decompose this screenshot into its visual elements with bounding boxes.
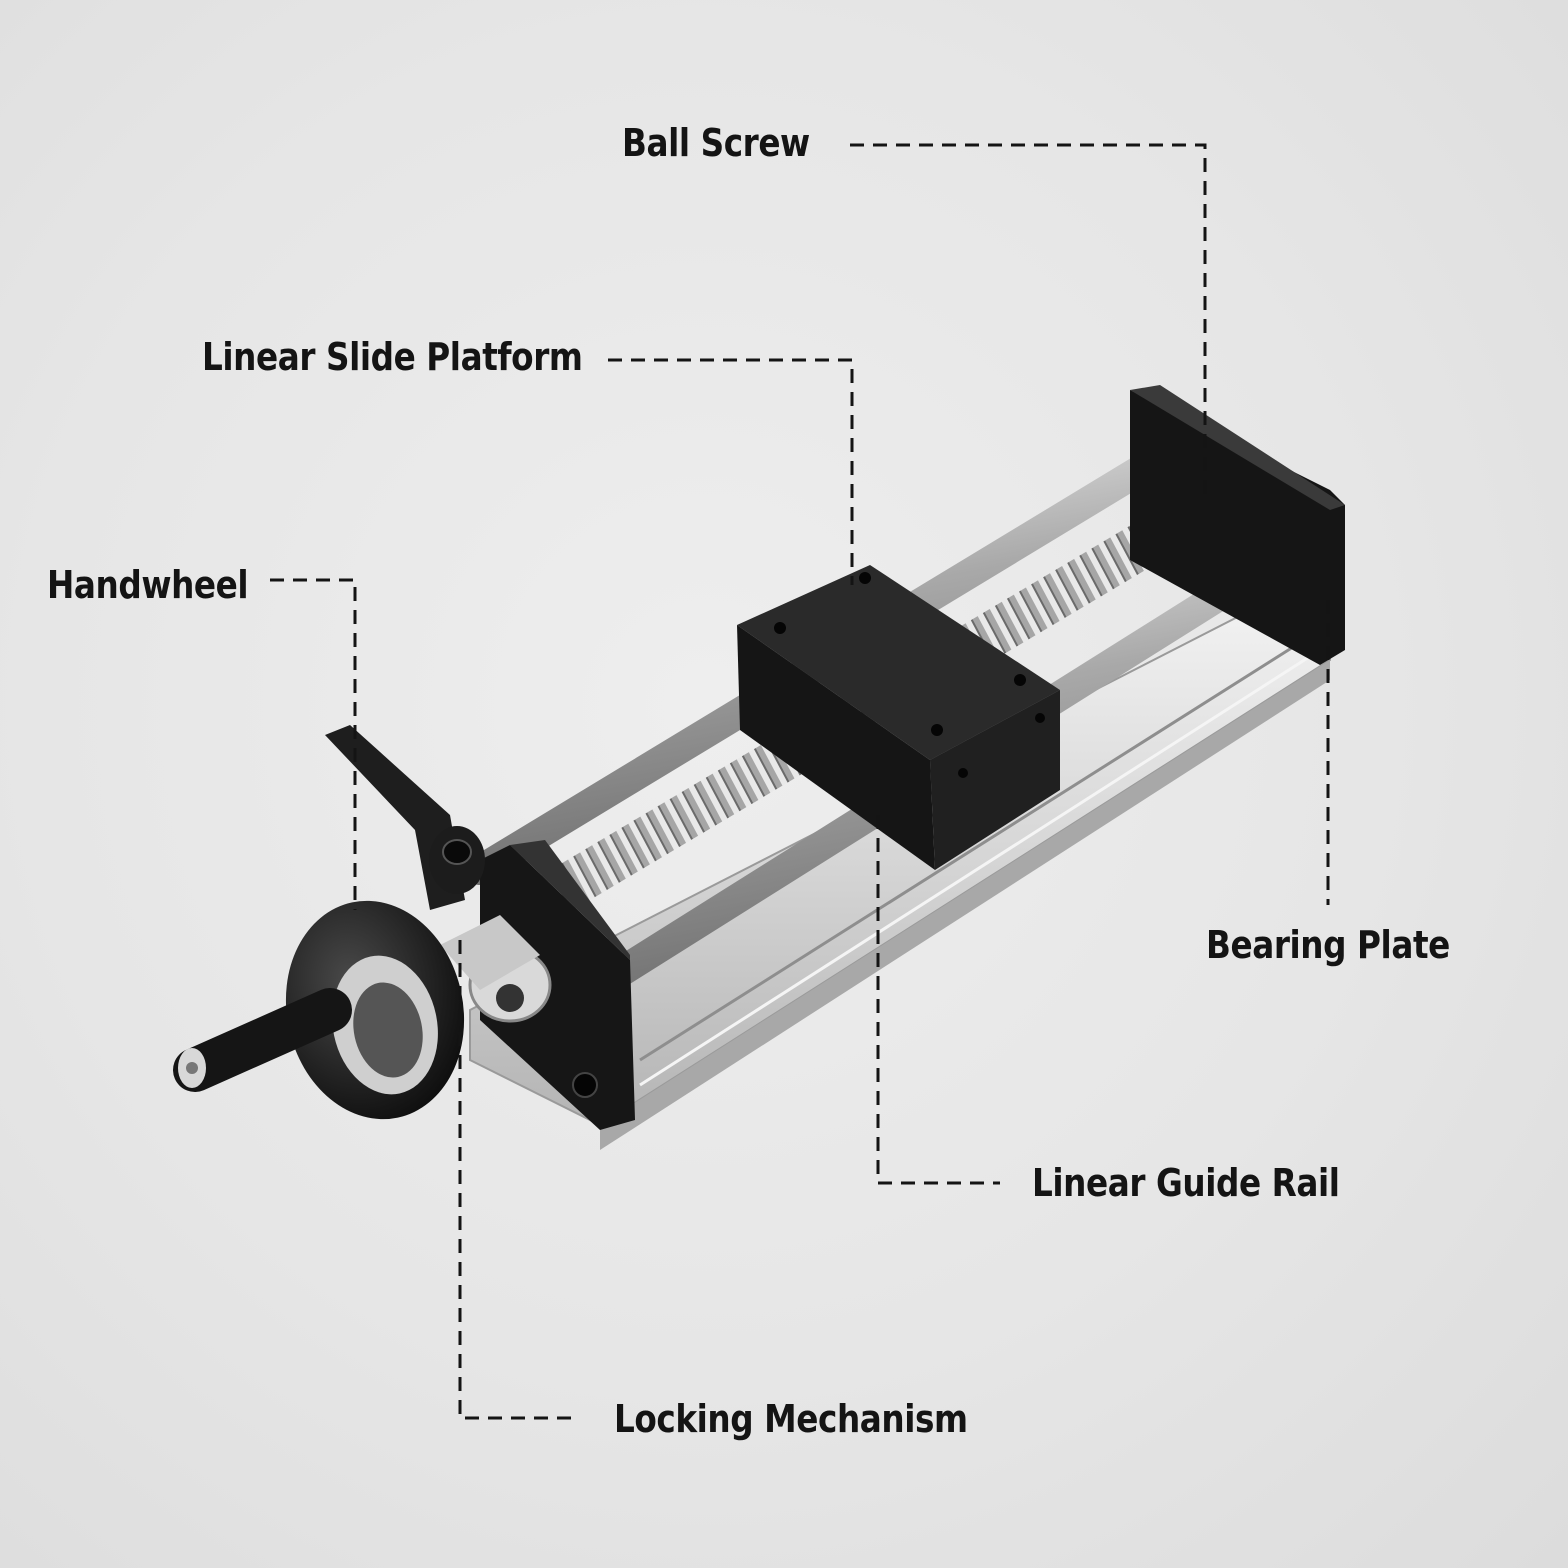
handwheel (173, 900, 465, 1120)
ball-screw-leader (850, 143, 1207, 500)
linear-guide-rail-label: Linear Guide Rail (1032, 1161, 1340, 1205)
locking-mechanism (325, 725, 552, 1023)
slide-platform (737, 565, 1060, 870)
ball-screw-label: Ball Screw (622, 121, 810, 165)
locking-mechanism-label: Locking Mechanism (614, 1397, 968, 1441)
bearing-plate-label: Bearing Plate (1206, 923, 1450, 967)
linear-slide-platform-label: Linear Slide Platform (202, 335, 583, 379)
linear-guide-rail-leader (876, 815, 1000, 1185)
front-end-plate (480, 840, 635, 1130)
leader-lines (270, 143, 1330, 1420)
linear-slide-platform-leader (608, 358, 854, 585)
locking-mechanism-leader (458, 940, 580, 1420)
handwheel-leader (270, 578, 357, 910)
handwheel-label: Handwheel (47, 563, 249, 607)
bearing-plate (1130, 385, 1345, 665)
